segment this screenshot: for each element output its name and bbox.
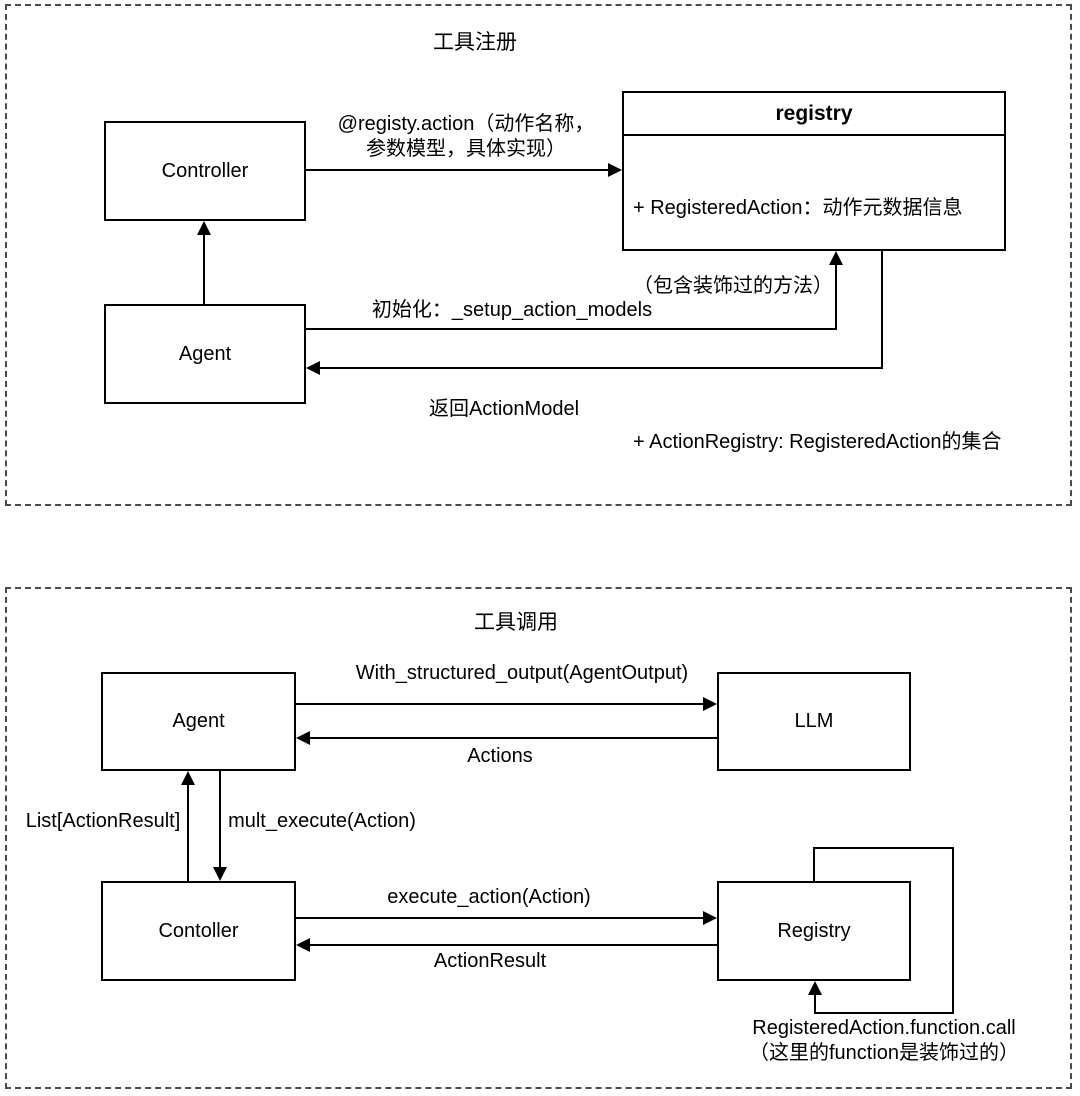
edge-registry-loop-left-bottom [814,994,816,1012]
registry-body-spacer [633,351,995,377]
edge-agent-controller-arrowhead [197,221,211,235]
node-llm-label: LLM [794,710,834,732]
edge-controller-registry-label: @registy.action（动作名称， 参数模型，具体实现） [338,112,595,162]
edge-registry2-controller2-arrowhead [296,938,310,952]
node-agent2-label: Agent [172,710,225,732]
edge-controller-registry-line [306,169,609,171]
edge-agent2-controller2-arrowhead [213,867,227,881]
node-controller2: Contoller [101,881,296,981]
edge-init-label: 初始化：_setup_action_models [371,299,653,321]
edge-execute-action-label: execute_action(Action) [387,886,591,908]
edge-registry-loop-label: RegisteredAction.function.call （这里的funct… [749,1016,1019,1066]
edge-register-label-line1: @registy.action（动作名称， [337,113,595,135]
edge-agent2-controller2-line [219,771,221,868]
edge-registry-agent-arrowhead [306,361,320,375]
edge-llm-agent-line [310,737,717,739]
edge-registry-loop-left-top [813,847,815,881]
edge-controller2-agent2-arrowhead [181,771,195,785]
node-agent2: Agent [101,672,296,771]
registry-class-body: + RegisteredAction：动作元数据信息 （包含装饰过的方法） + … [624,136,1004,507]
edge-controller-registry-arrowhead [608,163,622,177]
edge-agent-registry-line-h [306,328,837,330]
edge-register-label-line2: 参数模型，具体实现） [366,138,566,160]
node-registry2-label: Registry [777,919,851,942]
edge-agent-registry-arrowhead [829,251,843,265]
edge-registry-loop-right [952,847,954,1014]
edge-loop-label-line2: （这里的function是装饰过的） [748,1042,1020,1064]
section-tool-registration-frame [5,4,1072,506]
section-tool-invocation-frame [5,587,1072,1089]
edge-controller2-registry2-arrowhead [703,911,717,925]
edge-registry-loop-top [813,847,954,849]
edge-action-result-label: ActionResult [433,950,547,972]
registry-attr-action-registry: + ActionRegistry: RegisteredAction的集合 [633,431,1002,453]
edge-agent-controller-line [203,233,205,304]
edge-registry-agent-line-h [318,367,883,369]
edge-registry2-controller2-line [310,944,717,946]
node-registry2: Registry [717,881,911,981]
node-agent: Agent [104,304,306,404]
edge-agent-llm-line [296,703,703,705]
edge-llm-agent-arrowhead [296,731,310,745]
edge-structured-output-label: With_structured_output(AgentOutput) [355,662,689,684]
node-controller2-label: Contoller [158,919,239,942]
section-tool-invocation-title: 工具调用 [474,611,558,634]
edge-loop-label-line1: RegisteredAction.function.call [752,1017,1016,1039]
edge-agent-llm-arrowhead [703,697,717,711]
edge-actions-label: Actions [467,745,533,767]
node-llm: LLM [717,672,911,771]
node-controller: Controller [104,121,306,221]
edge-registry-loop-arrowhead [808,981,822,995]
section-tool-registration-title: 工具注册 [433,31,517,54]
registry-attr-registered-action-note: （包含装饰过的方法） [633,275,833,297]
edge-agent-registry-line-v [835,264,837,330]
edge-registry-loop-bottom [814,1012,954,1014]
node-agent-label: Agent [178,342,232,365]
edge-controller2-registry2-line [296,917,703,919]
edge-list-result-label: List[ActionResult] [25,810,181,832]
edge-mult-execute-label: mult_execute(Action) [228,810,416,832]
edge-return-label: 返回ActionModel [428,398,580,420]
node-registry-class: registry + RegisteredAction：动作元数据信息 （包含装… [622,91,1006,453]
edge-controller2-agent2-line [187,784,189,881]
registry-class-header: registry [624,93,1004,136]
edge-registry-agent-line-v [881,251,883,369]
node-controller-label: Controller [161,159,249,182]
registry-attr-registered-action: + RegisteredAction：动作元数据信息 [633,197,963,219]
